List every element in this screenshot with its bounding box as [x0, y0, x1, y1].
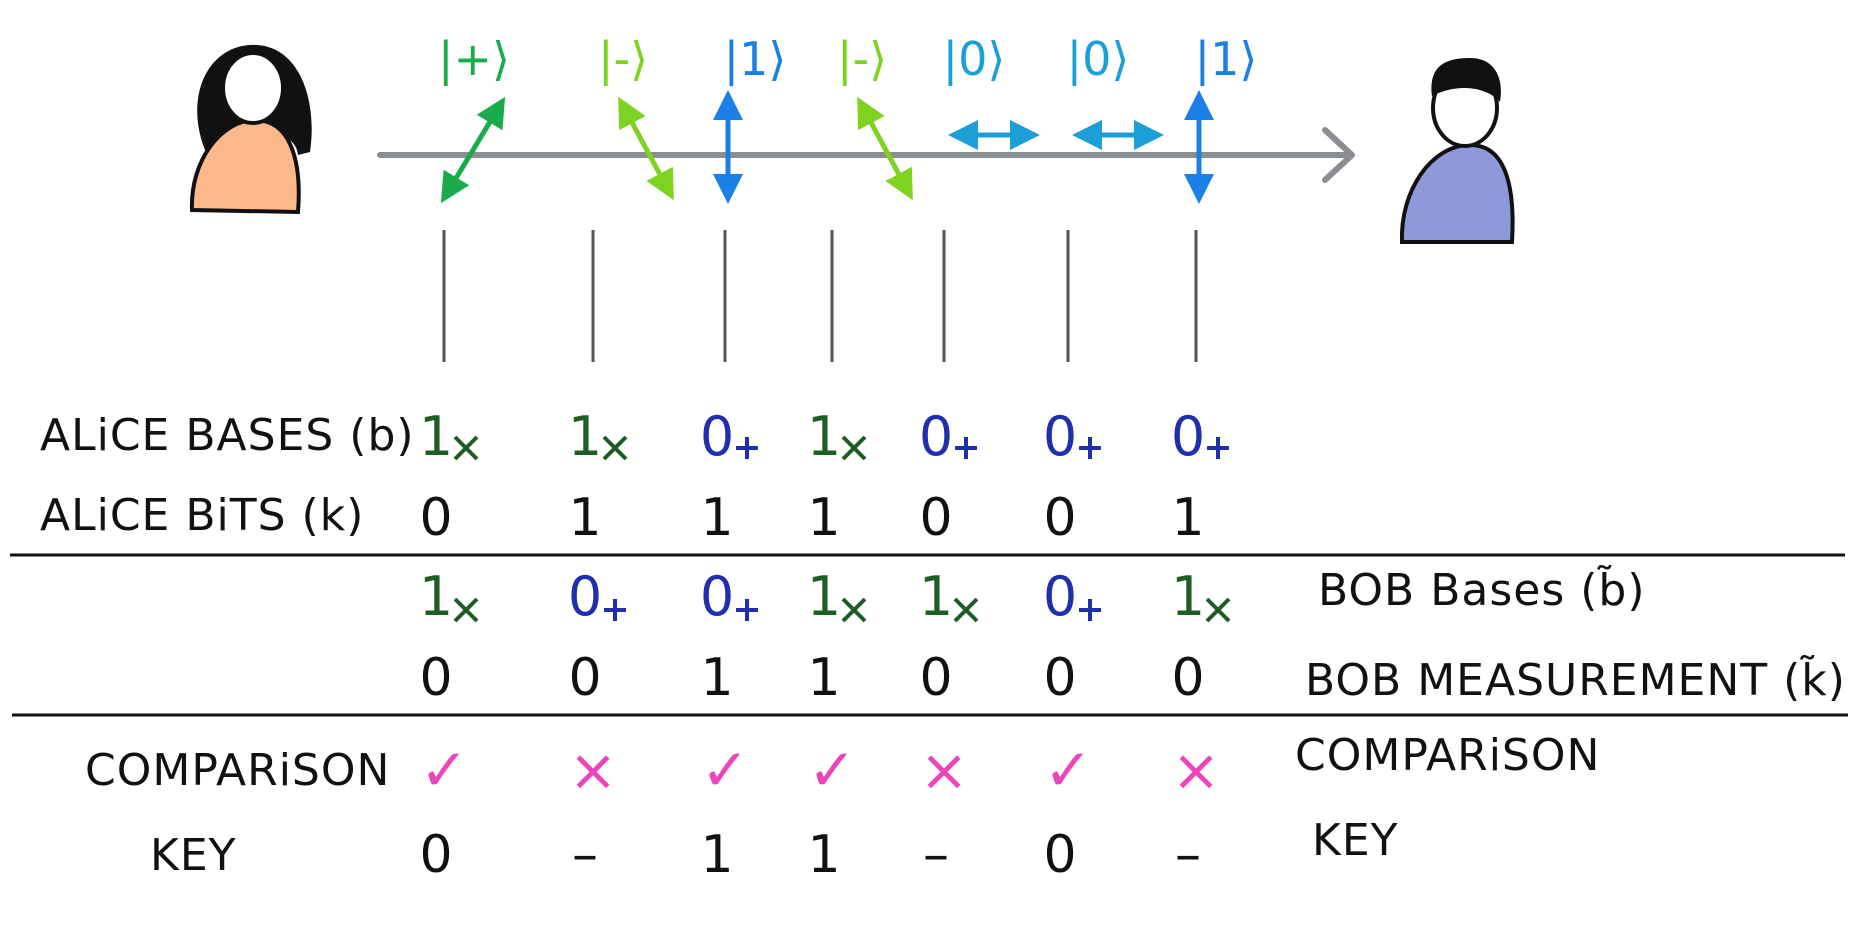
comparison-mark: × — [569, 736, 618, 804]
bob-bit-value: 0 — [568, 648, 601, 708]
key-value: 0 — [419, 825, 452, 885]
bob-hair — [1431, 58, 1501, 102]
bob-basis-value: 1 — [807, 565, 841, 628]
rectilinear-basis-icon — [1207, 437, 1229, 459]
alice-bit-value: 0 — [919, 488, 952, 548]
alice-head — [221, 51, 285, 125]
rectilinear-basis-icon — [955, 437, 977, 459]
alice-bit-value: 1 — [700, 488, 733, 548]
alice-basis-value: 1 — [419, 405, 453, 468]
diagonal-basis-icon — [453, 597, 479, 623]
alice-bits-label: ALiCE BiTS (k) — [40, 490, 364, 541]
bob-bit-value: 1 — [700, 648, 733, 708]
alice-bit-value: 1 — [568, 488, 601, 548]
rectilinear-basis-icon — [604, 599, 626, 621]
bob-bit-value: 0 — [1043, 648, 1076, 708]
quantum-channel — [377, 127, 1355, 183]
bob-basis-value: 0 — [1043, 565, 1077, 628]
bob-basis-value: 1 — [919, 565, 953, 628]
alice-basis-value: 0 — [1043, 405, 1077, 468]
comparison-label-right: COMPARiSON — [1295, 730, 1600, 781]
bob-basis-value: 1 — [1171, 565, 1205, 628]
bob-bit-value: 0 — [1171, 648, 1204, 708]
qubit-column: |1⟩ 0 1 0 1 ✓ 1 — [700, 32, 787, 885]
alice-bit-value: 0 — [1043, 488, 1076, 548]
diagonal-basis-icon — [453, 435, 479, 461]
rectilinear-basis-icon — [736, 437, 758, 459]
polarization-arrow — [440, 96, 506, 204]
alice-basis-value: 1 — [807, 405, 841, 468]
key-value: – — [1175, 825, 1201, 885]
rectilinear-basis-icon — [1079, 437, 1101, 459]
alice-bit-value: 1 — [807, 488, 840, 548]
qubit-column: |+⟩ 1 0 1 0 ✓ 0 — [419, 32, 510, 885]
key-label-right: KEY — [1312, 815, 1399, 866]
key-value: – — [923, 825, 949, 885]
bob-basis-value: 0 — [700, 565, 734, 628]
qubit-column: |-⟩ 1 1 1 1 ✓ 1 — [807, 32, 913, 885]
qubit-state-label: |1⟩ — [724, 32, 787, 87]
key-label-left: KEY — [150, 830, 237, 881]
qubit-state-label: |1⟩ — [1195, 32, 1258, 87]
qubit-column: |0⟩ 0 0 1 0 × – — [919, 32, 1040, 885]
qubit-column: |0⟩ 0 0 0 0 ✓ 0 — [1043, 32, 1164, 885]
comparison-mark: ✓ — [808, 736, 857, 804]
qubit-column: |1⟩ 0 1 1 0 × – — [1171, 32, 1258, 885]
bob-basis-value: 0 — [568, 565, 602, 628]
qubit-column: |-⟩ 1 1 0 0 × – — [568, 32, 674, 885]
key-value: – — [572, 825, 598, 885]
diagonal-basis-icon — [841, 435, 867, 461]
diagonal-basis-icon — [953, 597, 979, 623]
bob-body — [1399, 142, 1515, 244]
alice-bases-label: ALiCE BASES (b) — [40, 410, 415, 461]
comparison-label-left: COMPARiSON — [85, 745, 390, 796]
diagonal-basis-icon — [1205, 597, 1231, 623]
comparison-mark: ✓ — [701, 736, 750, 804]
alice-basis-value: 0 — [700, 405, 734, 468]
bob-bit-value: 0 — [419, 648, 452, 708]
bob-measurement-label: BOB MEASUREMENT (k̃) — [1305, 653, 1846, 706]
diagonal-basis-icon — [841, 597, 867, 623]
bob-bases-label: BOB Bases (b̃) — [1318, 563, 1646, 616]
comparison-mark: ✓ — [420, 736, 469, 804]
qubit-state-label: |0⟩ — [1067, 32, 1130, 87]
key-value: 1 — [807, 825, 840, 885]
alice-bit-value: 1 — [1171, 488, 1204, 548]
alice-bit-value: 0 — [419, 488, 452, 548]
comparison-mark: × — [1172, 736, 1221, 804]
comparison-mark: × — [920, 736, 969, 804]
key-value: 1 — [700, 825, 733, 885]
polarization-arrow — [857, 96, 913, 201]
polarization-arrow — [618, 96, 674, 201]
bob-figure — [1399, 58, 1515, 244]
bob-basis-value: 1 — [419, 565, 453, 628]
key-value: 0 — [1043, 825, 1076, 885]
alice-basis-value: 0 — [919, 405, 953, 468]
alice-basis-value: 1 — [568, 405, 602, 468]
rectilinear-basis-icon — [736, 599, 758, 621]
qubit-state-label: |0⟩ — [943, 32, 1006, 87]
diagonal-basis-icon — [602, 435, 628, 461]
qubit-state-label: |+⟩ — [438, 32, 510, 87]
alice-figure — [189, 44, 312, 215]
comparison-mark: ✓ — [1044, 736, 1093, 804]
bob-bit-value: 1 — [807, 648, 840, 708]
qubit-state-label: |-⟩ — [837, 32, 887, 87]
qubit-columns: |+⟩ 1 0 1 0 ✓ 0 |-⟩ 1 1 0 0 × – |1⟩ 0 1 0 1 ✓ 1 |-⟩ 1 1 1 1 ✓ 1 |0⟩ 0… — [419, 32, 1258, 885]
bob-bit-value: 0 — [919, 648, 952, 708]
rectilinear-basis-icon — [1079, 599, 1101, 621]
qubit-state-label: |-⟩ — [598, 32, 648, 87]
alice-basis-value: 0 — [1171, 405, 1205, 468]
